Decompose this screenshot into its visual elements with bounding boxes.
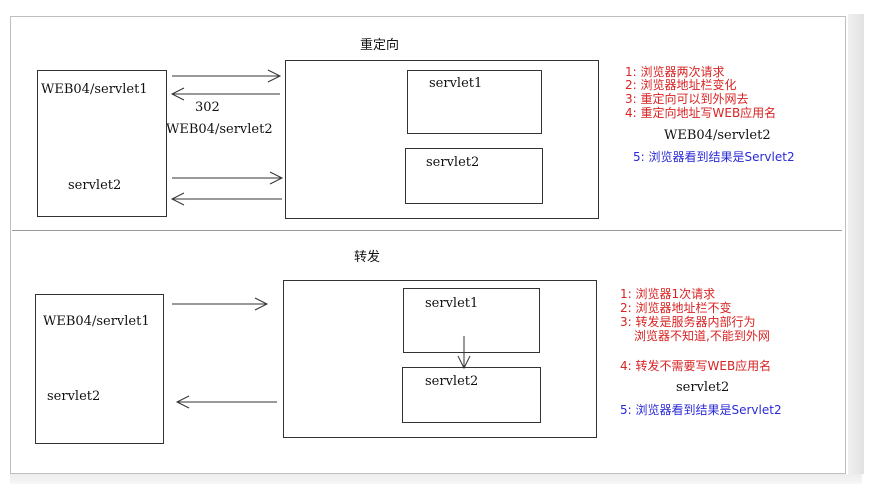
- redirect-servlet1-label: servlet1: [429, 76, 483, 91]
- redirect-note-1: 1: 浏览器两次请求: [625, 65, 725, 79]
- section-divider: [12, 230, 842, 231]
- forward-request-arrow: [172, 297, 269, 311]
- redirect-second-request-arrow: [172, 171, 284, 185]
- diagram-frame: [10, 16, 846, 474]
- forward-client-label-1: WEB04/servlet1: [43, 314, 150, 329]
- forward-servlet2-box: [402, 367, 541, 423]
- right-edge-shadow: [848, 14, 864, 474]
- forward-title: 转发: [354, 250, 381, 265]
- forward-note-3b: 浏览器不知道,不能到外网: [634, 329, 770, 343]
- forward-browser-box: [35, 294, 164, 444]
- redirect-second-response-arrow: [170, 192, 282, 206]
- redirect-note-2: 2: 浏览器地址栏变化: [625, 78, 737, 92]
- forward-note-4: 4: 转发不需要写WEB应用名: [620, 359, 772, 373]
- redirect-client-label-1: WEB04/servlet1: [41, 82, 148, 97]
- forward-note-1: 1: 浏览器1次请求: [620, 287, 716, 301]
- redirect-title: 重定向: [360, 38, 400, 53]
- redirect-example-path: WEB04/servlet2: [664, 128, 771, 143]
- forward-internal-arrow: [457, 336, 471, 370]
- redirect-302-response-arrow: [170, 87, 280, 101]
- redirect-servlet1-box: [407, 70, 542, 134]
- forward-client-label-2: servlet2: [47, 389, 101, 404]
- forward-servlet1-label: servlet1: [425, 296, 479, 311]
- forward-note-3: 3: 转发是服务器内部行为: [620, 315, 756, 329]
- forward-servlet1-box: [403, 288, 540, 353]
- redirect-browser-box: [37, 70, 167, 217]
- redirect-server-box: [285, 60, 599, 219]
- forward-note-2: 2: 浏览器地址栏不变: [620, 301, 732, 315]
- redirect-location: WEB04/servlet2: [166, 122, 273, 137]
- redirect-note-3: 3: 重定向可以到外网去: [625, 92, 749, 106]
- bottom-edge-shadow: [10, 474, 862, 484]
- forward-servlet2-label: servlet2: [425, 374, 479, 389]
- redirect-status-code: 302: [195, 100, 220, 115]
- redirect-result-note: 5: 浏览器看到结果是Servlet2: [633, 150, 795, 164]
- redirect-request-arrow: [172, 69, 282, 83]
- redirect-servlet2-box: [405, 148, 543, 204]
- redirect-servlet2-label: servlet2: [426, 155, 480, 170]
- forward-response-arrow: [175, 395, 277, 409]
- redirect-client-label-2: servlet2: [68, 178, 122, 193]
- redirect-note-4: 4: 重定向地址写WEB应用名: [625, 106, 777, 120]
- forward-server-box: [283, 280, 597, 438]
- forward-result-note: 5: 浏览器看到结果是Servlet2: [620, 403, 782, 417]
- forward-example-path: servlet2: [676, 380, 730, 395]
